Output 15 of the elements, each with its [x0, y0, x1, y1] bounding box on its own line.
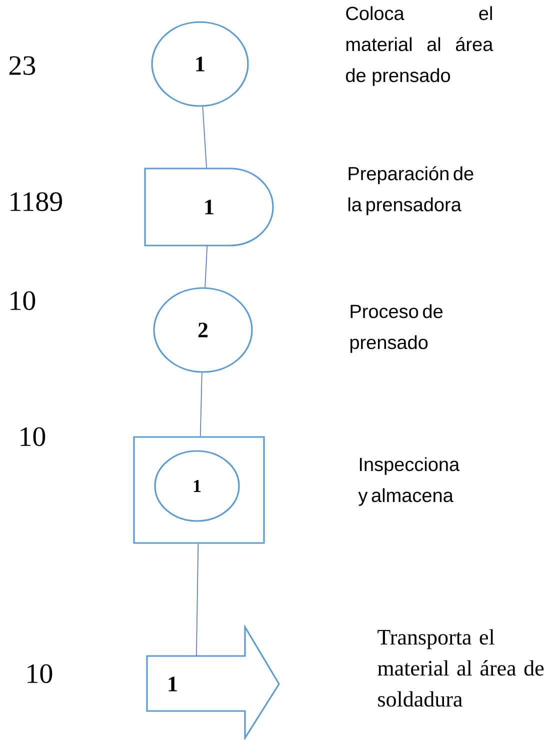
time-value: 1189: [10, 192, 62, 212]
time-value: 10: [10, 291, 36, 310]
time-value: 10: [20, 427, 46, 446]
connector-line: [200, 372, 202, 437]
step-description: Inspecciona y almacena: [358, 457, 460, 506]
time-value: 10: [28, 664, 52, 684]
step-description: Transporta el material al área de soldadura: [378, 629, 544, 707]
connector-line: [204, 245, 208, 288]
square-symbol: [133, 436, 265, 544]
step-description: Proceso de prensado: [350, 304, 442, 353]
step-description: Coloca el material al área de prensado: [346, 6, 494, 86]
connector-line: [196, 543, 199, 657]
time-value: 23: [9, 56, 36, 75]
step-description: Preparación de la prensadora: [348, 166, 474, 216]
connector-line: [202, 106, 207, 169]
